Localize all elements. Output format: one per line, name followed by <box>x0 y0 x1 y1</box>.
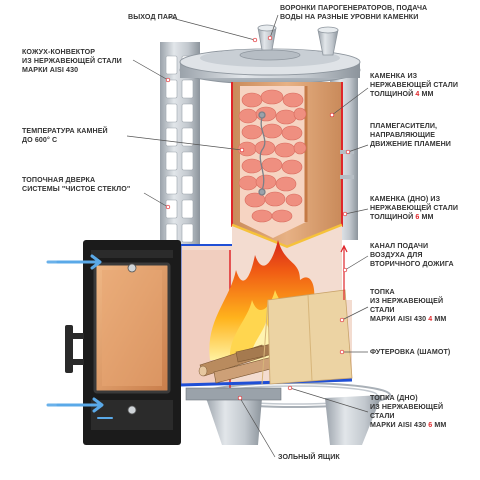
stone-chamber-bottom-thickness: ТОЛЩИНОЙ 6 мм <box>370 213 458 222</box>
stone-chamber-thickness-value: 4 <box>415 90 420 98</box>
flame-dividers-label: ПЛАМЕГАСИТЕЛИ, НАПРАВЛЯЮЩИЕ ДВИЖЕНИЕ ПЛА… <box>370 122 451 149</box>
air-channel-label-line-1: КАНАЛ ПОДАЧИ <box>370 242 429 250</box>
stone-chamber-thickness: ТОЛЩИНОЙ 4 мм <box>370 90 458 99</box>
steam-funnels-label-line-1: ВОРОНКИ ПАРОГЕНЕРАТОРОВ, ПОДАЧА <box>280 4 428 12</box>
steam-funnels-label: ВОРОНКИ ПАРОГЕНЕРАТОРОВ, ПОДАЧА ВОДЫ НА … <box>280 4 427 22</box>
steam-outlet-label-line-1: ВЫХОД ПАРА <box>128 13 178 21</box>
ash-box <box>185 387 282 401</box>
stone-chamber-bottom-thickness-value: 6 <box>415 213 420 221</box>
steam-outlet-label: ВЫХОД ПАРА <box>128 13 178 22</box>
firebox-bottom-label-line-2: ИЗ НЕРЖАВЕЮЩЕЙ <box>370 403 444 411</box>
firebox-label-line-1: ТОПКА <box>370 288 395 296</box>
stone-temperature-label-line-1: ТЕМПЕРАТУРА КАМНЕЙ <box>22 127 108 135</box>
firebox-bottom-grade: МАРКИ AISI 430 6 мм <box>370 421 446 430</box>
casing-convector-label-line-3: МАРКИ AISI 430 <box>22 66 79 74</box>
stone-chamber-label-line-1: КАМЕНКА ИЗ <box>370 72 418 80</box>
stone-chamber-bottom-label-line-2: НЕРЖАВЕЮЩЕЙ СТАЛИ <box>370 204 459 212</box>
firebox-grade-unit: мм <box>432 315 447 323</box>
firebox-bottom-grade-unit: мм <box>432 421 447 429</box>
air-channel-label-line-2: ВОЗДУХА ДЛЯ <box>370 251 423 259</box>
ash-box-label: ЗОЛЬНЫЙ ЯЩИК <box>278 453 340 462</box>
stone-chamber-bottom-label-line-1: КАМЕНКА (ДНО) ИЗ <box>370 195 441 203</box>
firebox-bottom-label: ТОПКА (ДНО) ИЗ НЕРЖАВЕЮЩЕЙ СТАЛИ МАРКИ A… <box>370 394 446 430</box>
stone-temperature-label-line-2: ДО 600° С <box>22 136 58 144</box>
casing-convector-label: КОЖУХ-КОНВЕКТОР ИЗ НЕРЖАВЕЮЩЕЙ СТАЛИ МАР… <box>22 48 122 75</box>
steam-funnels-label-line-2: ВОДЫ НА РАЗНЫЕ УРОВНИ КАМЕНКИ <box>280 13 419 21</box>
chamotte-lining <box>261 289 353 385</box>
casing-convector-label-line-2: ИЗ НЕРЖАВЕЮЩЕЙ СТАЛИ <box>22 57 122 65</box>
flame-dividers-label-line-1: ПЛАМЕГАСИТЕЛИ, <box>370 122 438 130</box>
firebox-bottom-label-line-3: СТАЛИ <box>370 412 395 420</box>
stone-chamber-bottom-thickness-unit: мм <box>419 213 434 221</box>
firebox-grade-prefix: МАРКИ AISI 430 <box>370 315 429 323</box>
stone-temperature-label: ТЕМПЕРАТУРА КАМНЕЙ ДО 600° С <box>22 127 108 145</box>
firebox-bottom-grade-prefix: МАРКИ AISI 430 <box>370 421 429 429</box>
stone-chamber-thickness-unit: мм <box>419 90 434 98</box>
secondary-air-channel <box>340 244 348 300</box>
stone-chamber-bottom-thickness-prefix: ТОЛЩИНОЙ <box>370 213 416 221</box>
stove-base <box>199 382 391 445</box>
stone-chamber-label: КАМЕНКА ИЗ НЕРЖАВЕЮЩЕЙ СТАЛИ ТОЛЩИНОЙ 4 … <box>370 72 458 99</box>
lining-label-line-1: ФУТЕРОВКА (ШАМОТ) <box>370 348 451 356</box>
ash-box-label-line-1: ЗОЛЬНЫЙ ЯЩИК <box>278 453 340 461</box>
flame-dividers-label-line-2: НАПРАВЛЯЮЩИЕ <box>370 131 436 139</box>
firebox-door-label: ТОПОЧНАЯ ДВЕРКА СИСТЕМЫ "ЧИСТОЕ СТЕКЛО" <box>22 176 130 194</box>
firebox-label-line-2: ИЗ НЕРЖАВЕЮЩЕЙ <box>370 297 444 305</box>
air-channel-label: КАНАЛ ПОДАЧИ ВОЗДУХА ДЛЯ ВТОРИЧНОГО ДОЖИ… <box>370 242 454 269</box>
firebox-bottom-label-line-1: ТОПКА (ДНО) <box>370 394 418 402</box>
firebox-grade: МАРКИ AISI 430 4 мм <box>370 315 446 324</box>
firebox-label-line-3: СТАЛИ <box>370 306 395 314</box>
stone-chamber-bottom-label: КАМЕНКА (ДНО) ИЗ НЕРЖАВЕЮЩЕЙ СТАЛИ ТОЛЩИ… <box>370 195 458 222</box>
leader-lines <box>126 14 369 458</box>
firebox-label: ТОПКА ИЗ НЕРЖАВЕЮЩЕЙ СТАЛИ МАРКИ AISI 43… <box>370 288 446 324</box>
firebox-door-label-line-2: СИСТЕМЫ "ЧИСТОЕ СТЕКЛО" <box>22 185 131 193</box>
stone-chamber-label-line-2: НЕРЖАВЕЮЩЕЙ СТАЛИ <box>370 81 459 89</box>
firebox-grade-value: 4 <box>428 315 433 323</box>
stone-chamber-thickness-prefix: ТОЛЩИНОЙ <box>370 90 416 98</box>
thermometer-probe <box>258 111 266 196</box>
firebox-door-label-line-1: ТОПОЧНАЯ ДВЕРКА <box>22 176 96 184</box>
top-cap <box>179 48 361 85</box>
firebox-bottom-grade-value: 6 <box>428 421 433 429</box>
air-flow-arrows <box>46 254 113 419</box>
flame-dividers-label-line-3: ДВИЖЕНИЕ ПЛАМЕНИ <box>370 140 452 148</box>
stones <box>237 89 307 223</box>
lining-label: ФУТЕРОВКА (ШАМОТ) <box>370 348 450 357</box>
casing-convector-label-line-1: КОЖУХ-КОНВЕКТОР <box>22 48 96 56</box>
firebox-door <box>65 240 181 445</box>
air-channel-label-line-3: ВТОРИЧНОГО ДОЖИГА <box>370 260 454 268</box>
